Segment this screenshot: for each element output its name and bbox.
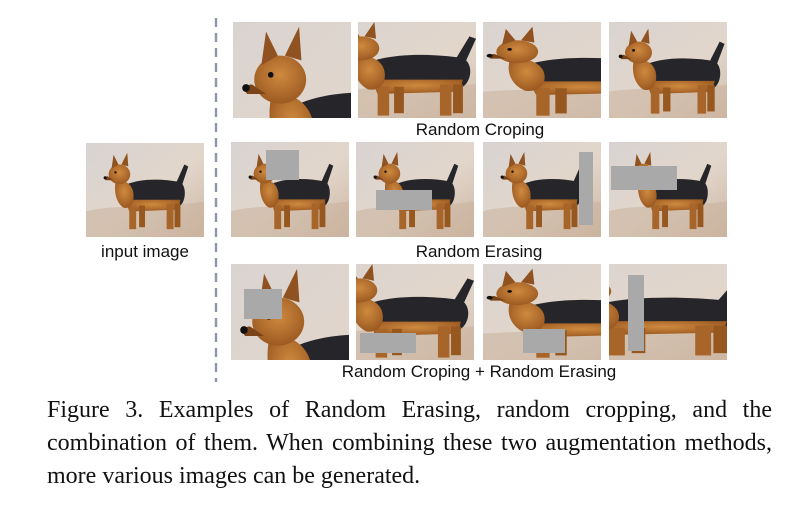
erase-box (244, 289, 282, 319)
row-random-erasing (231, 142, 727, 237)
erase-box (266, 150, 299, 180)
figure-illustration (86, 18, 727, 382)
figure-caption: Figure 3. Examples of Random Erasing, ra… (47, 397, 772, 489)
combo-image-3 (483, 264, 601, 360)
erase-image-2 (356, 142, 474, 237)
erase-box (628, 275, 644, 351)
erase-box (611, 166, 677, 190)
erase-box (376, 190, 432, 210)
row-label-combined: Random Croping + Random Erasing (341, 362, 617, 381)
crop-image-4 (609, 22, 727, 118)
combo-image-4 (609, 264, 727, 360)
erase-image-4 (609, 142, 727, 237)
row-label-cropping: Random Croping (415, 120, 545, 139)
erase-box (579, 152, 593, 225)
erase-image-1 (231, 142, 349, 237)
combo-image-1 (231, 264, 349, 360)
input-image-label: input image (101, 242, 189, 261)
input-image (86, 143, 204, 237)
combo-image-2 (356, 264, 474, 360)
erase-box (523, 329, 565, 353)
erase-box (360, 333, 416, 353)
row-cropping-and-erasing (231, 264, 727, 360)
erase-image-3 (483, 142, 601, 237)
row-label-erasing: Random Erasing (415, 242, 543, 261)
